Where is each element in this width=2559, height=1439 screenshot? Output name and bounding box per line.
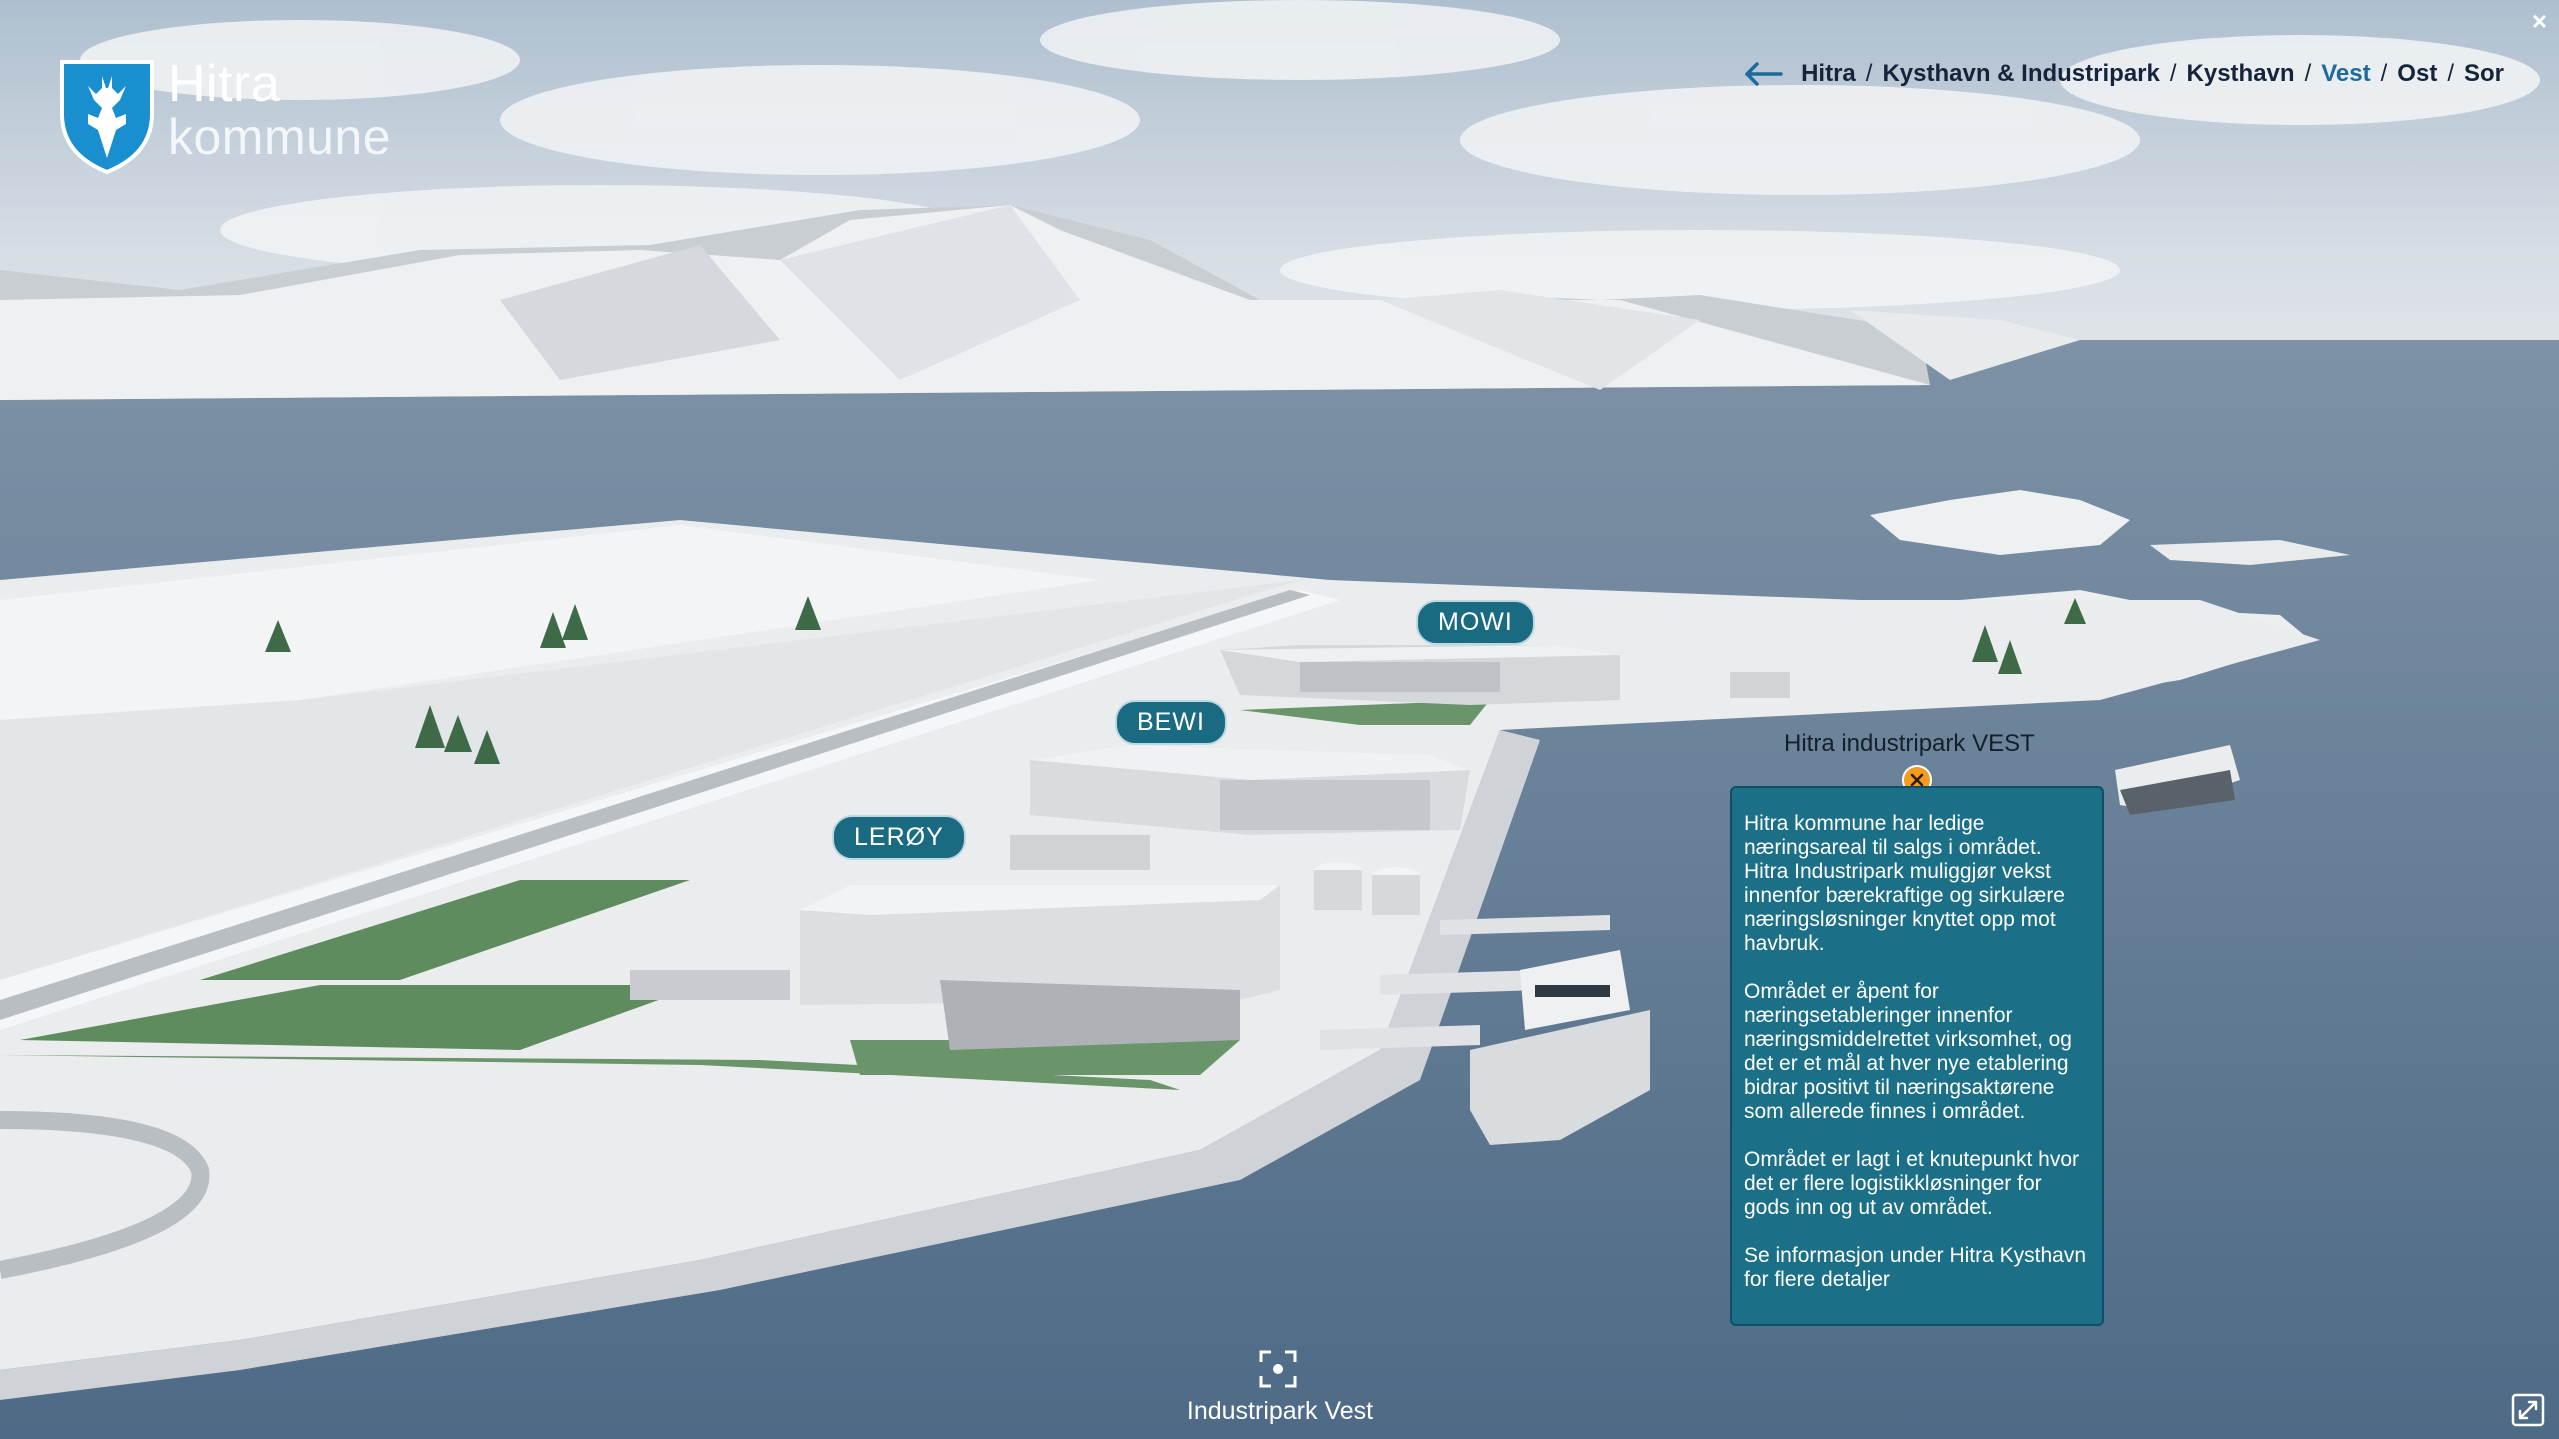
breadcrumb-separator: /	[2380, 60, 2388, 87]
info-paragraph: Området er åpent for næringsetableringer…	[1744, 980, 2072, 1123]
logo-name: Hitra	[168, 55, 281, 113]
breadcrumb-item-ost[interactable]: Ost	[2397, 60, 2438, 87]
window-close-icon[interactable]: ×	[2531, 6, 2547, 36]
label-bewi[interactable]: BEWI	[1115, 700, 1227, 745]
view-label: Industripark Vest	[1186, 1397, 1374, 1425]
breadcrumb-item-hitra[interactable]: Hitra	[1801, 60, 1856, 87]
breadcrumb-item-kysthavn-industripark[interactable]: Kysthavn & Industripark	[1882, 60, 2160, 87]
fullscreen-icon[interactable]	[2511, 1393, 2545, 1427]
hitra-logo[interactable]: Hitra kommune	[58, 58, 391, 176]
arrow-left-icon[interactable]	[1743, 60, 1783, 88]
info-paragraph: Området er lagt i et knutepunkt hvor det…	[1744, 1148, 2080, 1219]
breadcrumb-item-kysthavn[interactable]: Kysthavn	[2186, 60, 2295, 87]
focus-target-icon[interactable]	[1259, 1350, 1297, 1388]
breadcrumb: Hitra / Kysthavn & Industripark / Kystha…	[1743, 60, 2504, 88]
close-glyph-icon	[1910, 773, 1924, 787]
mountains	[0, 205, 2080, 400]
breadcrumb-item-sor[interactable]: Sor	[2463, 60, 2504, 87]
label-mowi[interactable]: MOWI	[1416, 600, 1535, 645]
deer-shield-icon	[60, 60, 154, 175]
logo-sub: kommune	[168, 109, 392, 165]
info-paragraph: Hitra kommune har ledige næringsareal ti…	[1744, 812, 2065, 955]
breadcrumb-separator: /	[2447, 60, 2454, 87]
breadcrumb-separator: /	[1865, 60, 1873, 87]
info-paragraph: Se informasjon under Hitra Kysthavn for …	[1744, 1244, 2086, 1291]
breadcrumb-separator: /	[2169, 60, 2177, 87]
breadcrumb-item-vest[interactable]: Vest	[2321, 60, 2371, 87]
info-panel: Hitra kommune har ledige næringsareal ti…	[1730, 786, 2104, 1326]
logo-text: Hitra kommune	[168, 58, 391, 162]
trees	[265, 596, 2086, 764]
buildings	[630, 645, 1790, 1050]
info-title: Hitra industripark VEST	[1784, 730, 2035, 757]
ships	[1470, 745, 2240, 1145]
label-leroy[interactable]: LERØY	[832, 815, 966, 860]
breadcrumb-separator: /	[2304, 60, 2312, 87]
